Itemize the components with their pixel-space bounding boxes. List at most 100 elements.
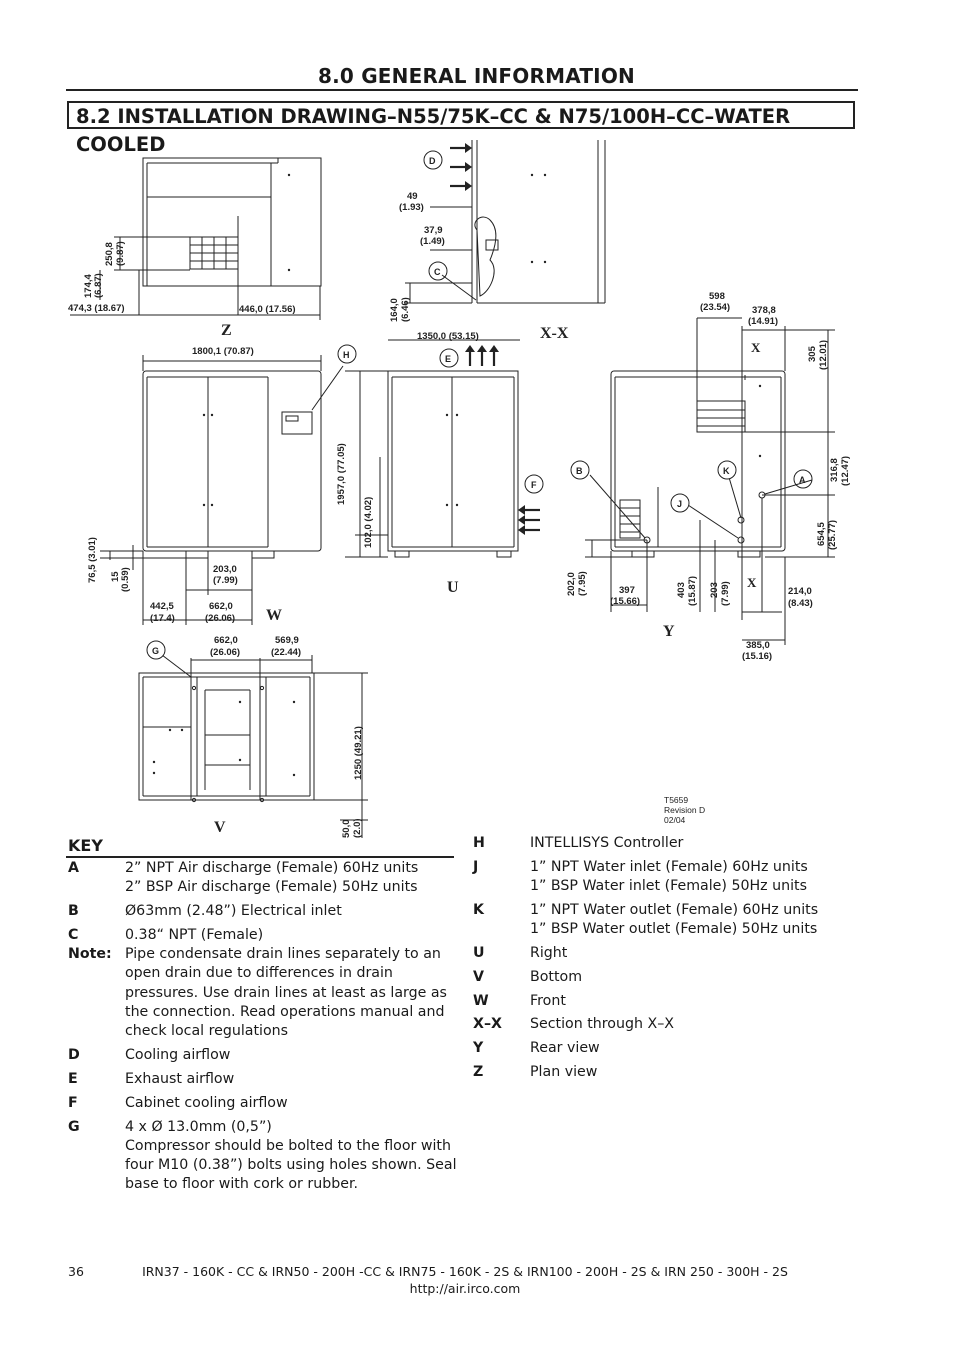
key-desc: INTELLISYS Controller: [530, 835, 684, 851]
key-code: F: [68, 1094, 78, 1111]
dim-397: 397: [619, 585, 635, 596]
key-row: E Exhaust airflow: [68, 1070, 458, 1089]
dim-4425b: (17.4): [150, 613, 175, 624]
key-desc: Bottom: [530, 968, 583, 985]
dim-3168b: (12.47): [840, 456, 851, 486]
airflow-arrows: [450, 146, 540, 532]
dim-385: 385,0: [746, 640, 770, 651]
key-row: C 0.38“ NPT (Female): [68, 926, 458, 945]
dim-662: 662,0: [209, 601, 233, 612]
dim-15b: (0.59): [120, 567, 131, 592]
label-x-bottom: X: [747, 575, 757, 590]
key-row: X–X Section through X–X: [473, 1015, 873, 1034]
dim-203b: (7.99): [213, 575, 238, 586]
bottom-view-v: [138, 654, 368, 838]
dim-403: 403: [676, 582, 687, 598]
callout-c: C: [434, 267, 441, 277]
dim-164: 164,0: [389, 298, 400, 322]
dim-403b: (15.87): [687, 576, 698, 606]
key-code: E: [68, 1070, 78, 1087]
dim-1350: 1350,0 (53.15): [417, 331, 479, 342]
dim-379b: (1.49): [420, 236, 445, 247]
key-desc: Pipe condensate drain lines separately t…: [125, 946, 447, 1040]
key-desc: Exhaust airflow: [125, 1070, 235, 1087]
key-desc: 0.38“ NPT (Female): [125, 926, 264, 943]
key-row: F Cabinet cooling airflow: [68, 1094, 458, 1113]
dim-3788: 378,8: [752, 305, 776, 316]
key-row: H INTELLISYS Controller: [473, 834, 873, 853]
page-heading: 8.0 GENERAL INFORMATION: [318, 64, 635, 88]
dim-203y: 203: [709, 582, 720, 598]
callout-g: G: [152, 646, 159, 656]
dim-662v: 662,0: [214, 635, 238, 646]
key-code: U: [473, 944, 485, 961]
dim-15: 15: [110, 571, 121, 582]
dim-202b: (7.95): [577, 571, 588, 596]
dim-4425: 442,5: [150, 601, 174, 612]
key-desc: Rear view: [530, 1040, 600, 1057]
callout-j: J: [677, 499, 682, 509]
front-view-w: [100, 355, 344, 625]
callout-a: A: [799, 475, 806, 485]
right-view-u: [345, 370, 519, 558]
key-row: U Right: [473, 944, 873, 963]
key-code: C: [68, 926, 79, 943]
key-code: Z: [473, 1063, 484, 1080]
key-code: H: [473, 835, 485, 851]
dim-203: 203,0: [213, 564, 237, 575]
label-u: U: [447, 579, 459, 596]
key-code: A: [68, 860, 79, 876]
dim-214b: (8.43): [788, 598, 813, 609]
section-view-xx: [388, 140, 606, 341]
dim-102: 102,0 (4.02): [363, 497, 374, 548]
dim-305: 305: [807, 345, 818, 362]
key-code: W: [473, 992, 489, 1009]
dim-50: 50,0: [341, 820, 352, 839]
revision-date: 02/04: [664, 815, 686, 825]
key-desc: 2” NPT Air discharge (Female) 60Hz units…: [125, 860, 419, 896]
dim-598b: (23.54): [700, 302, 730, 313]
key-code: Y: [473, 1040, 484, 1057]
callout-h: H: [343, 350, 350, 360]
footer-url[interactable]: http://air.irco.com: [409, 1281, 521, 1296]
dim-174b: (6.87): [93, 273, 104, 298]
key-desc: Right: [530, 944, 568, 961]
key-desc: Section through X–X: [530, 1016, 675, 1033]
callout-f: F: [531, 480, 537, 490]
key-row: W Front: [473, 992, 873, 1011]
dim-3788b: (14.91): [748, 316, 778, 327]
label-w: W: [266, 607, 282, 624]
key-desc: 4 x Ø 13.0mm (0,5”) Compressor should be…: [125, 1118, 457, 1193]
dim-305b: (12.01): [818, 340, 829, 370]
key-row: Note:Pipe condensate drain lines separat…: [68, 945, 458, 1041]
dim-164b: (6.46): [400, 297, 411, 322]
dim-662b: (26.06): [205, 613, 235, 624]
dim-6545: 654,5: [816, 522, 827, 546]
key-row: A 2” NPT Air discharge (Female) 60Hz unit…: [68, 859, 458, 898]
dim-765: 76,5 (3.01): [87, 537, 98, 583]
dim-5699: 569,9: [275, 635, 299, 646]
dim-598: 598: [709, 291, 725, 302]
label-x-top: X: [751, 340, 761, 355]
label-z: Z: [221, 322, 232, 339]
plan-view-z: [70, 157, 322, 320]
dim-5699b: (22.44): [271, 647, 301, 658]
key-code: G: [68, 1118, 80, 1135]
callout-d: D: [429, 156, 436, 166]
revision-code: T5659: [664, 795, 688, 805]
dim-214: 214,0: [788, 586, 812, 597]
key-code: X–X: [473, 1016, 502, 1033]
callout-b: B: [576, 466, 583, 476]
key-code: V: [473, 968, 484, 985]
dim-250: 250,8: [104, 242, 115, 266]
dim-662vb: (26.06): [210, 647, 240, 658]
key-row: V Bottom: [473, 968, 873, 987]
key-desc: Cabinet cooling airflow: [125, 1094, 288, 1111]
callout-k: K: [723, 466, 730, 476]
installation-drawing: Z X-X W U Y V X X D C H E F B K A J G 47…: [68, 140, 851, 839]
dim-446: 446,0 (17.56): [239, 304, 296, 315]
dim-202: 202,0: [566, 572, 577, 596]
